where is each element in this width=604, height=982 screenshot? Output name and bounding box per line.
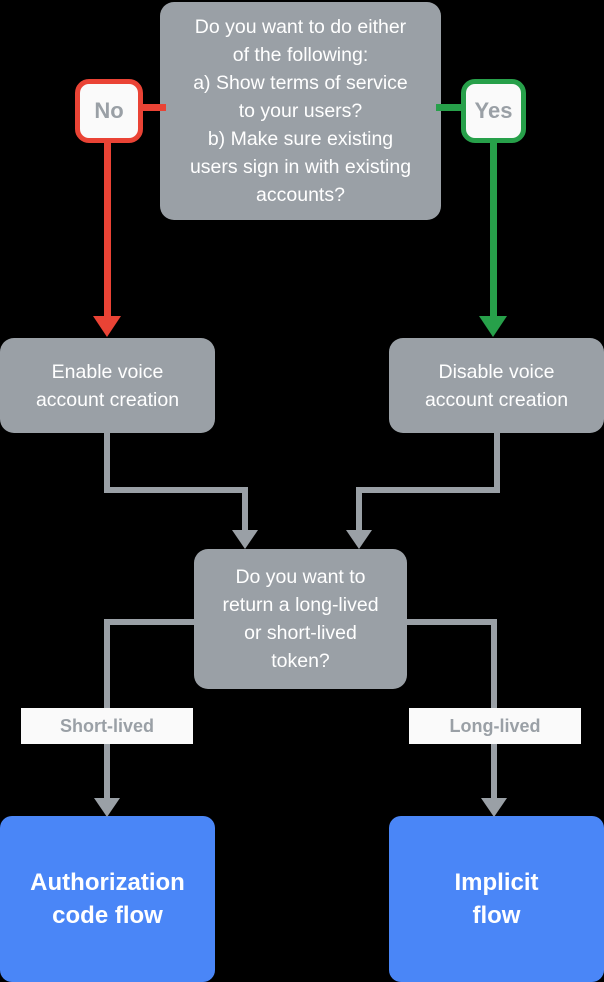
- connector-token-right-across: [401, 619, 497, 625]
- decision-node-token-lifetime[interactable]: Do you want to return a long-lived or sh…: [194, 549, 407, 689]
- connector-disable-down-1: [494, 433, 500, 492]
- connector-enable-down-1: [104, 433, 110, 492]
- short-lived-text: Short-lived: [59, 715, 154, 736]
- arrow-yes-to-disable: [479, 316, 507, 337]
- edge-label-long-lived: Long-lived: [409, 708, 581, 744]
- connector-no-stub: [138, 104, 166, 111]
- connector-enable-down-2: [242, 487, 248, 534]
- edge-label-short-lived: Short-lived: [21, 708, 193, 744]
- implicit-flow-label: Implicit flow: [454, 869, 539, 929]
- arrow-enable-to-token-decision: [232, 530, 258, 549]
- badge-no[interactable]: No: [75, 79, 143, 143]
- auth-code-flow-label: Authorization code flow: [30, 869, 185, 929]
- long-lived-text: Long-lived: [449, 715, 541, 736]
- connector-disable-down-2: [356, 487, 362, 534]
- badge-no-label: No: [94, 98, 124, 123]
- disable-voice-label: Disable voice account creation: [424, 360, 569, 411]
- connector-token-left-across: [104, 619, 200, 625]
- connector-disable-across: [356, 487, 500, 493]
- decision-node-terms-of-service[interactable]: Do you want to do either of the followin…: [160, 2, 441, 220]
- connector-enable-across: [104, 487, 248, 493]
- arrow-disable-to-token-decision: [346, 530, 372, 549]
- decision-token-label: Do you want to return a long-lived or sh…: [222, 566, 379, 672]
- connector-no-to-enable: [104, 140, 111, 318]
- arrow-no-to-enable: [93, 316, 121, 337]
- badge-yes-label: Yes: [474, 98, 513, 123]
- terminal-node-authorization-code-flow[interactable]: Authorization code flow: [0, 816, 215, 982]
- process-node-enable-voice[interactable]: Enable voice account creation: [0, 338, 215, 433]
- decision-terms-label: Do you want to do either of the followin…: [189, 16, 412, 206]
- connector-yes-stub: [436, 104, 464, 111]
- arrow-long-lived-to-implicit-flow: [481, 798, 507, 817]
- process-node-disable-voice[interactable]: Disable voice account creation: [389, 338, 604, 433]
- badge-yes[interactable]: Yes: [461, 79, 526, 143]
- terminal-node-implicit-flow[interactable]: Implicit flow: [389, 816, 604, 982]
- enable-voice-label: Enable voice account creation: [35, 360, 180, 411]
- connector-yes-to-disable: [490, 140, 497, 318]
- arrow-short-lived-to-auth-code-flow: [94, 798, 120, 817]
